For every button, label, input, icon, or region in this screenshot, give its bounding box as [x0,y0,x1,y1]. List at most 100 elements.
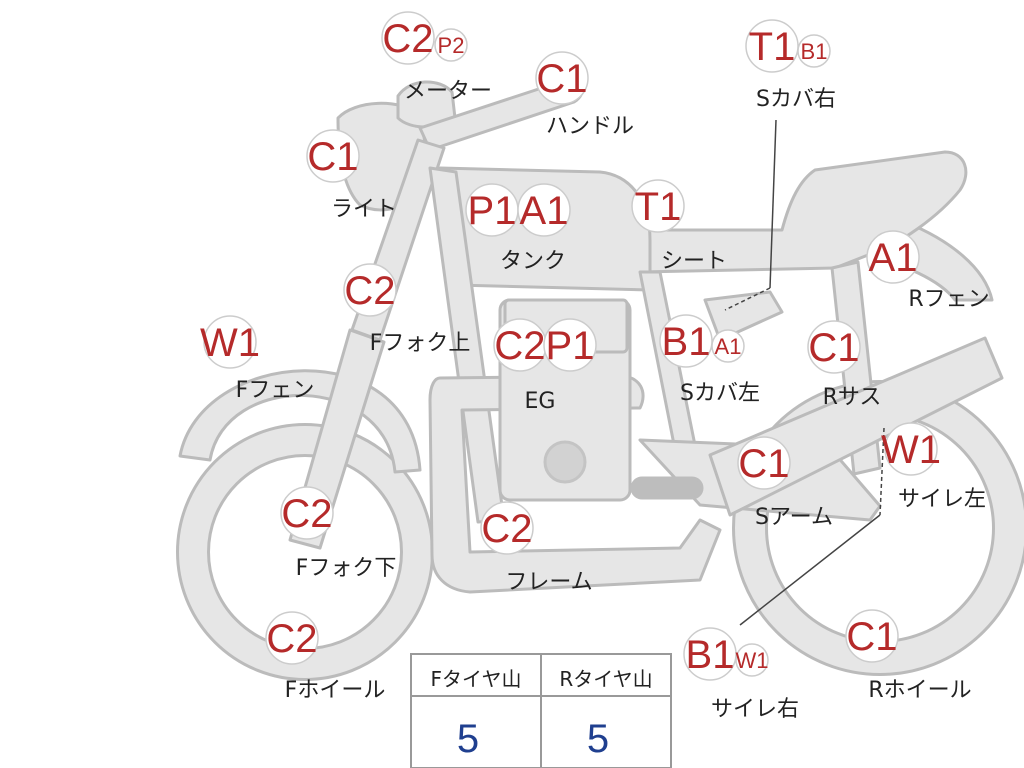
condition-code: B1 [801,39,828,64]
part-label: Rサス [823,385,882,410]
condition-code: T1 [635,185,682,229]
condition-code: P2 [438,33,465,58]
part-label: Sアーム [755,505,833,530]
frame-loop [428,374,722,594]
part-frame: C2 フレーム [480,501,593,595]
part-label: フレーム [505,570,592,595]
condition-code: A1 [869,236,918,280]
condition-badge [306,129,360,183]
part-handle: C1 ハンドル [535,51,634,139]
part-seat: T1 シート [631,179,727,274]
leader-side-cover-right-dash [724,287,771,311]
tire-tread-table: Fタイヤ山 Rタイヤ山 5 5 [410,653,672,768]
condition-code: P1 [546,324,595,368]
condition-badge [517,183,571,237]
condition-code: C2 [281,492,332,536]
part-light: C1 ライト [306,129,397,222]
front-tire-header: Fタイヤ山 [431,667,522,691]
leader-side-cover-right [769,119,777,289]
condition-badge [683,627,737,681]
condition-badge [735,643,769,677]
footpeg [630,476,704,500]
leader-lines [724,119,885,626]
part-label: サイレ右 [711,697,799,722]
part-muffler-left: W1 サイレ左 [881,422,986,512]
part-label: ハンドル [546,114,634,139]
condition-badge [884,422,938,476]
condition-badge [797,34,831,68]
condition-code: C1 [536,57,587,101]
condition-badge [434,28,468,62]
part-label: Rフェン [908,287,989,312]
condition-code: C2 [266,617,317,661]
condition-badge [280,486,334,540]
condition-code: C2 [344,269,395,313]
part-label: タンク [500,249,566,274]
condition-code: W1 [736,648,769,673]
part-label: ライト [331,197,397,222]
leader-muffler-left [879,427,885,516]
condition-badge [845,609,899,663]
condition-badge [711,329,745,363]
part-label: Fフェン [236,378,315,403]
condition-code: T1 [749,25,796,69]
condition-badge [343,263,397,317]
condition-badge [807,320,861,374]
condition-code: C2 [481,507,532,551]
condition-code: B1 [686,633,735,677]
condition-code: B1 [662,320,711,364]
condition-code: A1 [715,334,742,359]
part-label: サイレ左 [898,487,986,512]
condition-badge [745,19,799,73]
part-label: メーター [404,79,492,104]
condition-badge [265,611,319,665]
part-label: Fフォク上 [370,331,471,356]
engine-cover [543,440,587,484]
rear-tire-header: Rタイヤ山 [559,667,652,691]
condition-code: W1 [881,428,941,472]
condition-badge [737,436,791,490]
condition-badge [659,314,713,368]
condition-code: C1 [307,135,358,179]
condition-badge [203,315,257,369]
part-label: Fホイール [285,678,386,703]
condition-code: P1 [468,189,517,233]
condition-code: A1 [520,189,569,233]
part-label: Sカバ左 [680,381,760,406]
front-tire-value: 5 [457,717,479,761]
condition-code: C1 [846,615,897,659]
condition-badge [381,11,435,65]
part-label: Fフォク下 [296,556,397,581]
condition-badge [535,51,589,105]
part-label: Sカバ右 [756,87,836,112]
condition-code: C2 [382,17,433,61]
condition-badge [543,318,597,372]
condition-code: W1 [200,321,260,365]
condition-code: C2 [494,324,545,368]
condition-badge [631,179,685,233]
condition-code: C1 [808,326,859,370]
part-label: Rホイール [868,678,971,703]
condition-badge [480,501,534,555]
leader-muffler-right [739,514,881,626]
front-wheel-shape [176,423,434,681]
part-label: シート [661,249,727,274]
side-cover-shape [703,290,784,342]
condition-badge [866,230,920,284]
